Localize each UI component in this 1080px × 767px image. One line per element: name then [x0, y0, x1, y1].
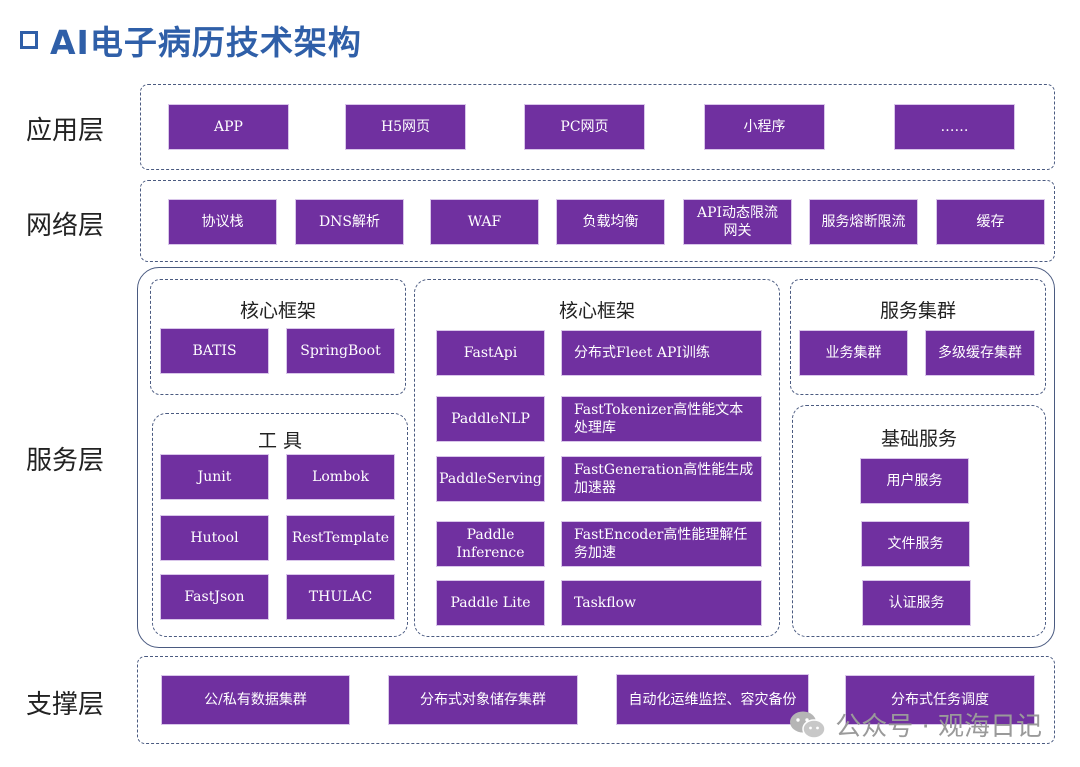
app-item-app: APP — [168, 104, 289, 150]
network-item-cache: 缓存 — [936, 199, 1045, 245]
layer-label-service: 服务层 — [26, 446, 105, 476]
support-layer-container — [137, 656, 1055, 744]
network-item-api-gateway: API动态限流网关 — [683, 199, 792, 245]
cluster-item-business: 业务集群 — [799, 330, 908, 376]
core-mid-right-item-fastgeneration: FastGeneration高性能生成加速器 — [561, 456, 762, 502]
support-item-object-storage: 分布式对象储存集群 — [388, 675, 578, 725]
core-mid-right-item-taskflow: Taskflow — [561, 580, 762, 626]
watermark-text: 公众号 · 观海日记 — [835, 712, 1042, 742]
basic-service-title: 基础服务 — [880, 428, 957, 450]
tools-title: 工 具 — [257, 430, 303, 452]
core-left-item-springboot: SpringBoot — [286, 328, 395, 374]
app-item-pc: PC网页 — [524, 104, 645, 150]
network-item-circuit-breaker: 服务熔断限流 — [809, 199, 918, 245]
layer-label-network: 网络层 — [26, 211, 105, 241]
core-framework-left-title: 核心框架 — [239, 300, 316, 322]
basic-item-user-service: 用户服务 — [860, 458, 969, 504]
tool-item-fastjson: FastJson — [160, 574, 269, 620]
support-item-task-scheduling: 分布式任务调度 — [845, 675, 1035, 725]
page-title: AI电子病历技术架构 — [50, 23, 362, 62]
network-item-dns: DNS解析 — [295, 199, 404, 245]
app-item-more: …… — [894, 104, 1015, 150]
layer-label-app: 应用层 — [26, 116, 105, 146]
network-layer-container — [140, 180, 1055, 262]
basic-service-group — [792, 405, 1046, 637]
watermark: 公众号 · 观海日记 — [789, 706, 1042, 743]
tool-item-resttemplate: RestTemplate — [286, 515, 395, 561]
core-left-item-batis: BATIS — [160, 328, 269, 374]
tool-item-thulac: THULAC — [286, 574, 395, 620]
app-layer-container — [140, 84, 1055, 170]
core-mid-right-item-fastencoder: FastEncoder高性能理解任务加速 — [561, 521, 762, 567]
core-framework-mid-title: 核心框架 — [558, 300, 635, 322]
square-bullet-icon — [20, 31, 38, 49]
network-item-load-balance: 负载均衡 — [556, 199, 665, 245]
service-layer-container — [137, 267, 1055, 648]
support-item-ops-monitoring: 自动化运维监控、容灾备份 — [616, 674, 809, 725]
core-mid-right-item-fleet: 分布式Fleet API训练 — [561, 330, 762, 376]
layer-label-support: 支撑层 — [26, 690, 105, 720]
tool-item-junit: Junit — [160, 454, 269, 500]
basic-item-file-service: 文件服务 — [861, 521, 970, 567]
core-mid-left-item-paddle-inference: Paddle Inference — [436, 521, 545, 567]
cluster-item-multilevel-cache: 多级缓存集群 — [925, 330, 1035, 376]
basic-item-auth-service: 认证服务 — [862, 580, 971, 626]
tool-item-lombok: Lombok — [286, 454, 395, 500]
app-item-miniprogram: 小程序 — [704, 104, 825, 150]
support-item-data-cluster: 公/私有数据集群 — [161, 675, 350, 725]
core-mid-right-item-fasttokenizer: FastTokenizer高性能文本处理库 — [561, 396, 762, 442]
tool-item-hutool: Hutool — [160, 515, 269, 561]
app-item-h5: H5网页 — [345, 104, 466, 150]
title-row: AI电子病历技术架构 — [20, 18, 362, 62]
service-cluster-title: 服务集群 — [879, 300, 956, 322]
core-framework-mid-group — [414, 279, 780, 637]
core-mid-left-item-fastapi: FastApi — [436, 330, 545, 376]
core-framework-left-group — [150, 279, 406, 395]
network-item-protocol-stack: 协议栈 — [168, 199, 277, 245]
network-item-waf: WAF — [430, 199, 539, 245]
wechat-icon — [790, 711, 826, 739]
core-mid-left-item-paddlenlp: PaddleNLP — [436, 396, 545, 442]
core-mid-left-item-paddle-lite: Paddle Lite — [436, 580, 545, 626]
service-cluster-group — [790, 279, 1046, 395]
tools-group — [152, 413, 408, 637]
core-mid-left-item-paddleserving: PaddleServing — [436, 456, 545, 502]
